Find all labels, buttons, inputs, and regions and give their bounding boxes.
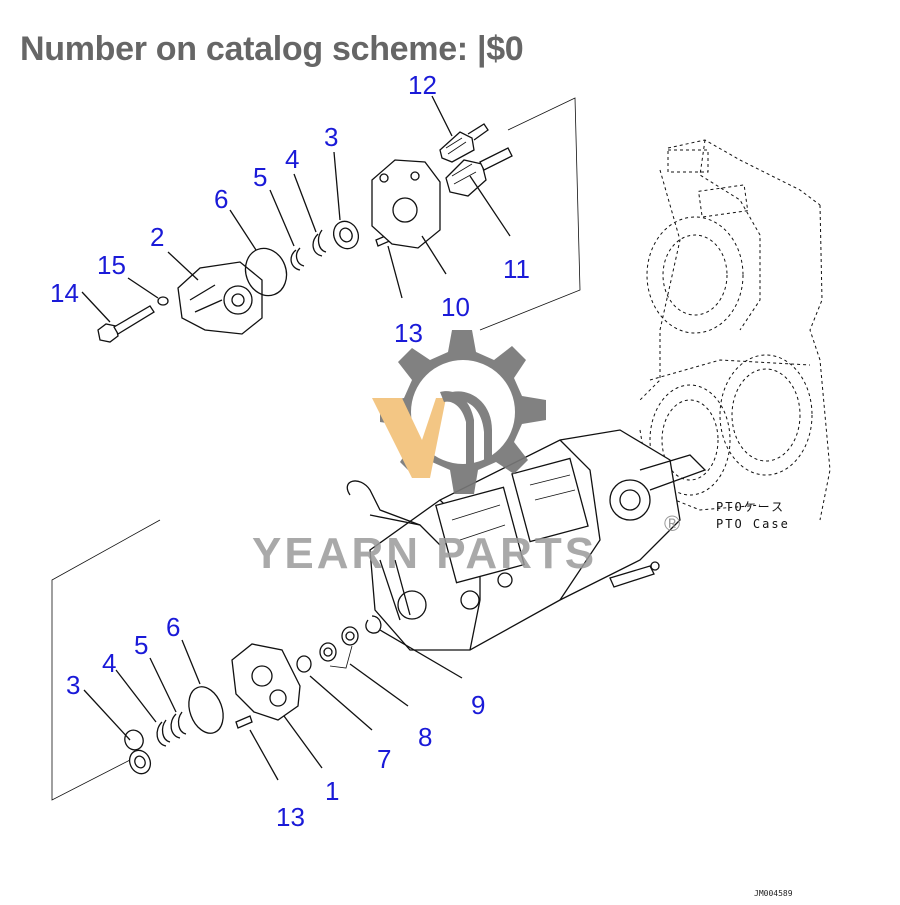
seal-3 — [332, 220, 360, 250]
bottom-exploded-group — [51, 519, 463, 801]
yearn-parts-watermark: YEARN PARTS ® — [252, 330, 680, 578]
top-exploded-group — [81, 95, 581, 343]
dowel-pin-13-lower — [235, 715, 253, 729]
callout-5: 5 — [253, 162, 267, 192]
callouts-top: 12 3 4 5 6 2 15 14 11 13 10 — [50, 70, 530, 348]
callouts-bottom: 6 5 4 3 9 8 7 1 13 — [66, 612, 485, 832]
callout-15: 15 — [97, 250, 126, 280]
callout-13: 13 — [394, 318, 423, 348]
callout-13-lower: 13 — [276, 802, 305, 832]
catalog-scheme-heading: Number on catalog scheme: |$0 — [20, 30, 524, 68]
callout-2: 2 — [150, 222, 164, 252]
o-ring-6 — [244, 247, 288, 297]
pto-case-label-jp: PTOケース — [716, 500, 785, 514]
callout-6: 6 — [214, 184, 228, 214]
bearings-8 — [319, 626, 359, 669]
pump-cover-1 — [231, 643, 301, 721]
callout-3-lower: 3 — [66, 670, 80, 700]
snap-ring-9 — [365, 615, 382, 634]
callout-8: 8 — [418, 722, 432, 752]
o-ring-6-lower — [188, 686, 224, 734]
backup-ring-5-lower — [170, 711, 187, 739]
pto-case-housing — [639, 139, 831, 521]
bolt-14 — [97, 305, 155, 343]
callout-4: 4 — [285, 144, 299, 174]
callout-7: 7 — [377, 744, 391, 774]
seal-3-lower — [124, 729, 152, 775]
gear-12 — [439, 123, 489, 163]
washer-15 — [157, 296, 169, 306]
callout-4-lower: 4 — [102, 648, 116, 678]
side-plate-10 — [371, 159, 441, 249]
washer-7 — [296, 655, 312, 673]
callout-11: 11 — [503, 254, 530, 284]
callout-3: 3 — [324, 122, 338, 152]
callout-10: 10 — [441, 292, 470, 322]
brand-text: YEARN PARTS — [252, 529, 597, 578]
pto-case-label-en: PTO Case — [716, 517, 790, 531]
callout-12: 12 — [408, 70, 437, 100]
callout-14: 14 — [50, 278, 79, 308]
callout-1: 1 — [325, 776, 339, 806]
callout-5-lower: 5 — [134, 630, 148, 660]
backup-ring-4-lower — [156, 719, 171, 747]
pto-case-label: PTOケース PTO Case — [716, 500, 790, 531]
gear-logo-icon — [372, 330, 546, 494]
backup-ring-5 — [290, 247, 305, 271]
pump-cover-2 — [177, 261, 263, 335]
callout-6-lower: 6 — [166, 612, 180, 642]
gear-shaft-11 — [445, 147, 513, 197]
drawing-code: JM004589 — [754, 889, 793, 898]
callout-9: 9 — [471, 690, 485, 720]
pump-assembly — [346, 429, 707, 651]
registered-mark: ® — [664, 511, 680, 536]
backup-ring-4 — [312, 229, 327, 257]
